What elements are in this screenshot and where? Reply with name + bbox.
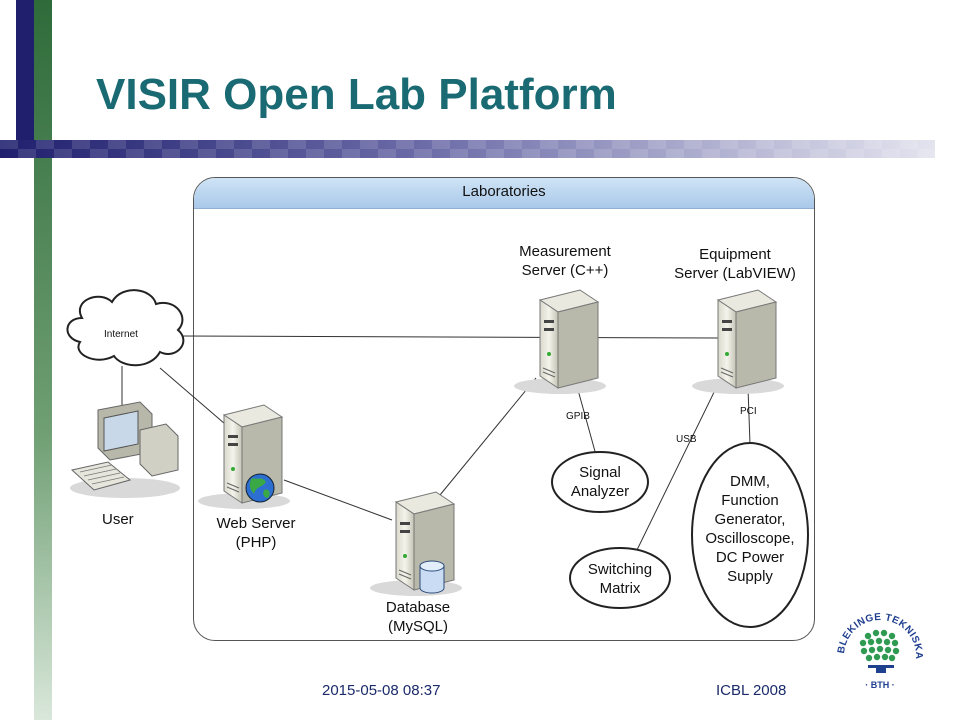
switching-matrix-label: Switching Matrix xyxy=(570,560,670,598)
instruments-label-line1: DMM, xyxy=(730,473,770,490)
left-accent-bar-dark xyxy=(16,0,34,158)
web-server-label-line1: Web Server xyxy=(216,515,296,532)
footer-event: ICBL 2008 xyxy=(716,682,787,699)
equipment-server-label-line2: Server (LabVIEW) xyxy=(674,265,796,282)
instruments-label-line2: Function xyxy=(721,492,779,509)
internet-cloud-icon xyxy=(66,289,185,367)
switching-matrix-label-line1: Switching xyxy=(587,561,653,578)
footer-date: 2015-05-08 08:37 xyxy=(322,682,441,699)
measurement-server-label: Measurement Server (C++) xyxy=(500,242,630,280)
switching-matrix-node xyxy=(569,547,671,609)
database-server-icon xyxy=(369,491,463,597)
svg-text:· BTH ·: · BTH · xyxy=(865,680,895,690)
signal-analyzer-node xyxy=(551,451,649,513)
signal-analyzer-label: Signal Analyzer xyxy=(552,463,648,501)
measurement-server-icon xyxy=(513,289,607,395)
instruments-label-line5: DC Power xyxy=(715,549,785,566)
switching-matrix-label-line2: Matrix xyxy=(599,580,641,597)
equipment-server-label: Equipment Server (LabVIEW) xyxy=(665,245,805,283)
bth-logo-icon: BLEKINGE TEKNISKA HÖGSKOLA · BTH · xyxy=(830,602,924,690)
user-computer-icon xyxy=(70,401,180,498)
internet-label: Internet xyxy=(104,329,138,340)
gpib-label: GPIB xyxy=(566,411,590,422)
slide-number: 1 xyxy=(20,672,35,702)
web-server-icon xyxy=(197,404,291,510)
database-label: Database (MySQL) xyxy=(362,598,474,636)
signal-analyzer-label-line1: Signal xyxy=(579,464,621,481)
slide-title: VISIR Open Lab Platform xyxy=(96,70,617,119)
instruments-label-line3: Generator, xyxy=(714,511,786,528)
globe-icon xyxy=(245,473,275,503)
pci-label: PCI xyxy=(740,406,757,417)
web-server-label: Web Server (PHP) xyxy=(198,514,314,552)
database-cylinder-icon xyxy=(419,560,445,594)
instruments-label: DMM, Function Generator, Oscilloscope, D… xyxy=(692,472,808,586)
connection-lines xyxy=(121,335,751,553)
equipment-server-icon xyxy=(691,289,785,395)
database-label-line2: (MySQL) xyxy=(388,618,448,635)
left-accent-bar-green xyxy=(34,0,52,720)
instruments-label-line4: Oscilloscope, xyxy=(705,530,795,547)
measurement-server-label-line1: Measurement xyxy=(519,243,611,260)
instruments-label-line6: Supply xyxy=(727,568,773,585)
signal-analyzer-label-line2: Analyzer xyxy=(570,483,630,500)
laboratories-header: Laboratories xyxy=(194,178,814,209)
database-label-line1: Database xyxy=(385,599,451,616)
measurement-server-label-line2: Server (C++) xyxy=(521,262,609,279)
instruments-node xyxy=(691,442,809,628)
usb-label: USB xyxy=(676,434,697,445)
equipment-server-label-line1: Equipment xyxy=(699,246,771,263)
title-underline-band xyxy=(0,140,935,158)
user-label: User xyxy=(102,511,134,528)
web-server-label-line2: (PHP) xyxy=(235,534,277,551)
